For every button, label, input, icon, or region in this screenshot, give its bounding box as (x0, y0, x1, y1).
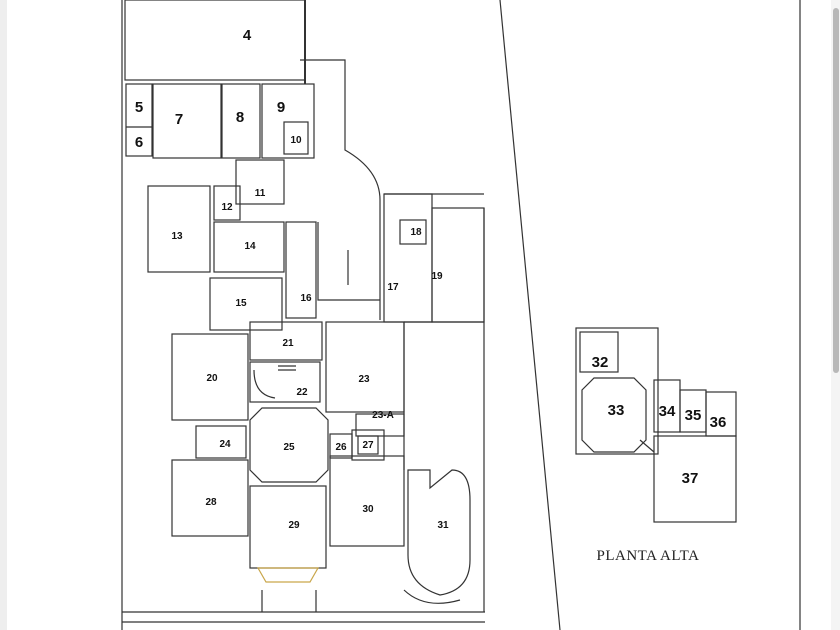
room-label: 31 (437, 520, 449, 531)
room-label: 9 (277, 99, 285, 116)
viewer-left-edge (0, 0, 7, 630)
room-label: 28 (205, 497, 217, 508)
room-label: 32 (592, 354, 609, 371)
room-label: 21 (282, 338, 294, 349)
room-label: 23 (358, 374, 370, 385)
wall-lines (121, 0, 801, 630)
room-label: 5 (135, 99, 143, 116)
room-label: 23-A (372, 410, 394, 421)
room-label: 18 (410, 227, 422, 238)
room-label: 11 (255, 188, 266, 199)
vertical-scrollbar[interactable] (831, 0, 840, 630)
room-label: 6 (135, 134, 143, 151)
room-label: 4 (243, 27, 252, 44)
room-label: 22 (296, 387, 308, 398)
room-label: 24 (219, 439, 231, 450)
room-labels: 4 5 6 7 8 9 10 11 12 13 14 15 16 17 18 1… (135, 27, 727, 531)
room-label: 30 (362, 504, 374, 515)
room-label: 37 (682, 470, 699, 487)
room-label: 12 (221, 202, 233, 213)
room-label: 29 (288, 520, 300, 531)
room-label: 7 (175, 111, 183, 128)
room-label: 27 (362, 440, 374, 451)
scrollbar-thumb[interactable] (833, 8, 839, 373)
room-label: 34 (659, 403, 676, 420)
room-label: 15 (235, 298, 247, 309)
room-label: 19 (431, 271, 443, 282)
room-label: 20 (206, 373, 218, 384)
room-label: 10 (290, 135, 302, 146)
room-label: 14 (244, 241, 256, 252)
room-label: 17 (387, 282, 399, 293)
room-label: 8 (236, 109, 244, 126)
room-label: 35 (685, 407, 702, 424)
upper-floor-title: PLANTA ALTA (597, 548, 700, 564)
room-label: 36 (710, 414, 727, 431)
room-label: 13 (171, 231, 183, 242)
room-label: 26 (335, 442, 347, 453)
room-label: 33 (608, 402, 625, 419)
room-label: 25 (283, 442, 295, 453)
room-label: 16 (300, 293, 312, 304)
